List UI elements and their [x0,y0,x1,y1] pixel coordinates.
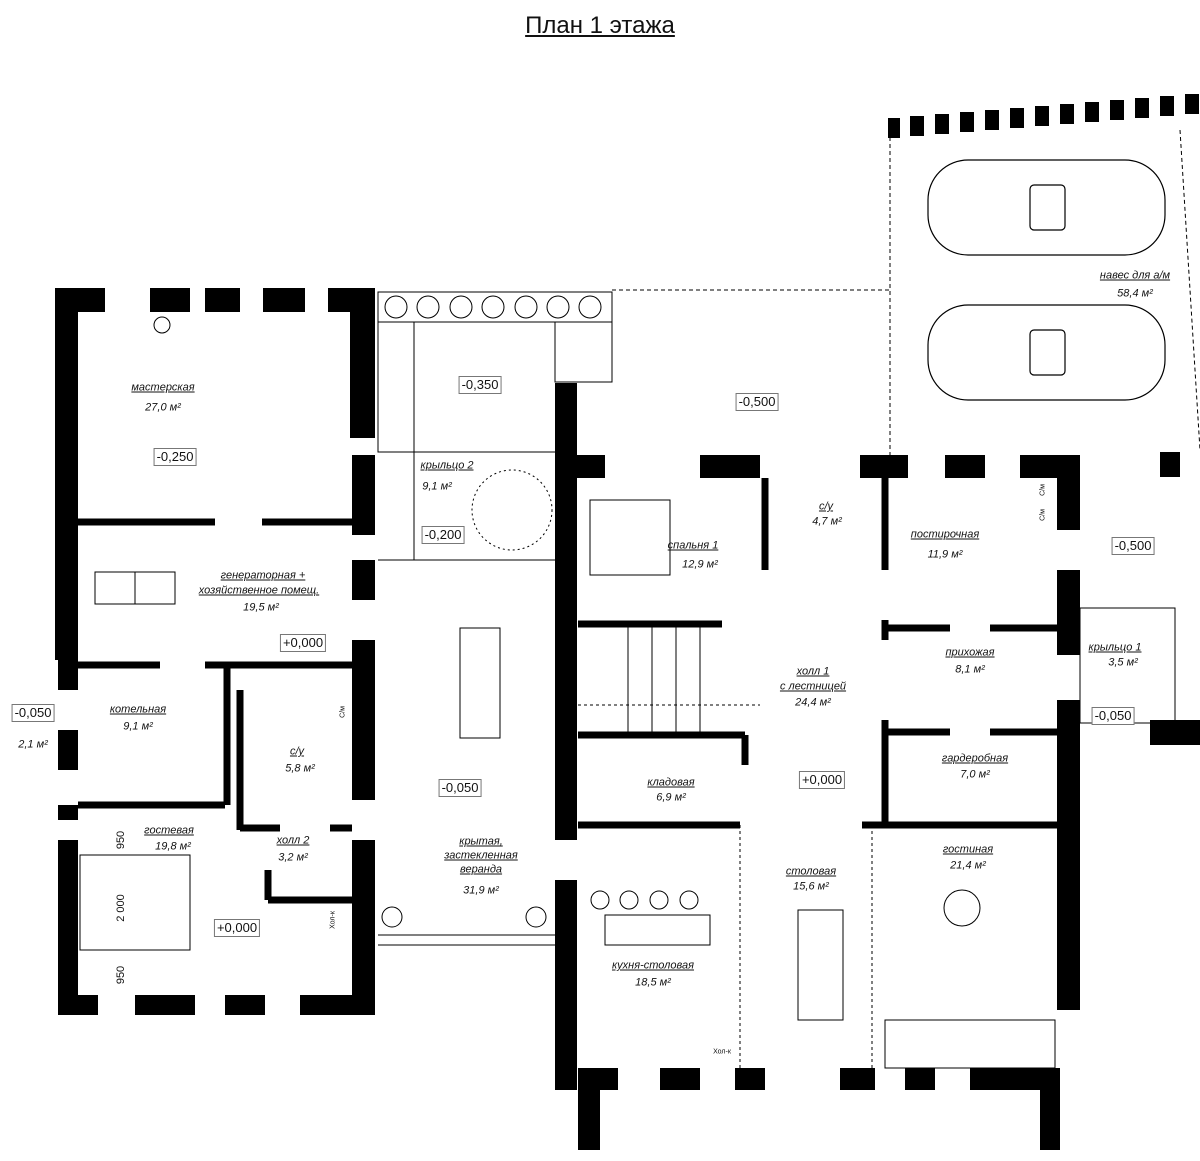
room-name-veranda-1: крытая, [459,835,503,848]
room-area-bath2: 5,8 м² [285,762,315,775]
level-mark-porch2: -0,200 [421,526,465,544]
room-name-porch2: крыльцо 2 [420,459,474,472]
room-area-laundry: 11,9 м² [927,548,963,561]
room-name-generator-2: хозяйственное помещ. [198,584,320,597]
fridge-label-kitchen: Хол-к [713,1048,731,1056]
room-area-hall2: 3,2 м² [278,851,308,864]
room-name-bath2: с/у [289,745,305,758]
carport-posts [888,94,1199,138]
room-area-porch2: 9,1 м² [422,480,452,493]
room-name-dining: столовая [785,865,837,878]
room-name-boiler: котельная [109,703,167,716]
room-name-hall2: холл 2 [276,834,310,847]
washer-label-3: С/м [339,706,347,718]
dimension-top: 950 [115,830,127,850]
room-area-entry: 8,1 м² [955,663,985,676]
room-name-carport: навес для а/м [1099,269,1171,282]
exterior-walls [55,288,1200,1150]
level-mark-porch1: -0,050 [1091,707,1135,725]
room-name-generator-1: генераторная + [220,569,306,582]
dimension-bottom: 950 [115,965,127,985]
room-area-hall1: 24,4 м² [795,696,831,709]
room-area-guest: 19,8 м² [155,840,191,853]
level-mark-side-porch: -0,050 [11,704,55,722]
room-area-storage: 6,9 м² [656,791,686,804]
level-mark-porch2-top: -0,350 [458,376,502,394]
washer-label-1: С/м [1039,484,1047,496]
room-area-bath1: 4,7 м² [812,515,842,528]
level-mark-right-yard: -0,500 [1111,537,1155,555]
level-mark-workshop: -0,250 [153,448,197,466]
room-name-bedroom1: спальня 1 [667,539,719,552]
room-area-side-porch: 2,1 м² [18,738,48,751]
cars [927,159,1166,401]
level-mark-generator: +0,000 [279,634,327,652]
room-area-dining: 15,6 м² [793,880,829,893]
room-area-veranda: 31,9 м² [463,884,499,897]
room-area-porch1: 3,5 м² [1108,656,1138,669]
room-name-workshop: мастерская [131,381,195,394]
room-name-veranda-3: веранда [459,863,503,876]
room-name-hall1-1: холл 1 [796,665,830,678]
level-mark-veranda: -0,050 [438,779,482,797]
room-name-porch1: крыльцо 1 [1088,641,1142,654]
room-name-storage: кладовая [647,776,695,789]
room-name-bath1: с/у [818,500,834,513]
room-name-hall1-2: с лестницей [779,680,847,693]
room-area-wardrobe: 7,0 м² [960,768,990,781]
room-area-generator: 19,5 м² [243,601,279,614]
washer-label-2: С/м [1039,509,1047,521]
dimension-middle: 2 000 [115,894,127,922]
level-mark-yard: -0,500 [735,393,779,411]
fridge-label-guest: Хол-к [329,911,337,929]
room-name-kitchen: кухня-столовая [611,959,695,972]
room-name-wardrobe: гардеробная [941,752,1009,765]
plan-title: План 1 этажа [525,12,675,39]
level-mark-guest: +0,000 [213,919,261,937]
room-name-veranda-2: застекленная [444,849,518,862]
room-name-entry: прихожая [945,646,995,659]
interior-walls [78,129,1200,1069]
room-area-carport: 58,4 м² [1117,287,1153,300]
level-mark-hall1: +0,000 [798,771,846,789]
room-area-boiler: 9,1 м² [123,720,153,733]
room-name-laundry: постирочная [910,528,980,541]
room-name-living: гостиная [942,843,994,856]
plants [381,295,602,928]
room-area-bedroom1: 12,9 м² [682,558,718,571]
room-name-guest: гостевая [144,824,194,837]
room-area-workshop: 27,0 м² [145,401,181,414]
room-area-living: 21,4 м² [950,859,986,872]
room-area-kitchen: 18,5 м² [635,976,671,989]
